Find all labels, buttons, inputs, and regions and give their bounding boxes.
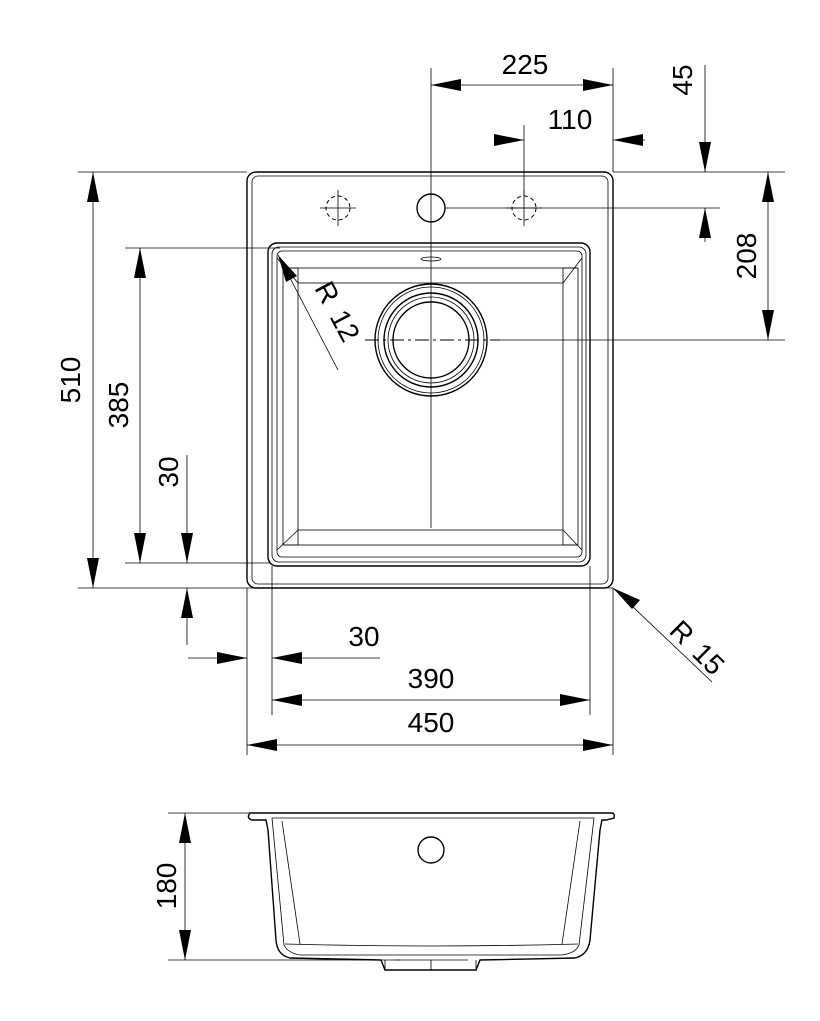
dim-label: 510 — [55, 357, 86, 404]
dim-label: 208 — [731, 233, 762, 280]
dim-450: 450 — [247, 707, 613, 751]
extension-lines — [78, 68, 785, 755]
bowl-slope-right — [561, 820, 581, 945]
bowl-floor — [297, 282, 564, 531]
overflow-hole — [417, 836, 445, 864]
dim-r12: R12 — [277, 254, 366, 371]
bowl-profile — [247, 812, 615, 971]
dim-label: 30 — [348, 621, 379, 652]
dim-110: 110 — [494, 104, 645, 146]
dim-label: 385 — [103, 382, 134, 429]
dim-label: 225 — [502, 49, 549, 80]
dim-30-front: 30 — [153, 455, 193, 645]
bowl-inner-profile — [271, 817, 595, 956]
dim-208: 208 — [731, 172, 774, 340]
sink-outer-inner-line — [251, 175, 609, 585]
dim-510: 510 — [55, 172, 99, 588]
optional-tap-hole-left — [320, 190, 356, 226]
drain-outlet — [384, 959, 477, 970]
bowl-slope-line — [282, 267, 579, 546]
dim-385: 385 — [103, 248, 146, 563]
bowl-inner-line-2 — [276, 250, 583, 558]
dim-225: 225 — [431, 49, 613, 91]
dim-label: R15 — [664, 614, 731, 681]
bowl-inner-line — [271, 246, 587, 563]
dim-390: 390 — [272, 663, 590, 706]
dim-30-side: 30 — [188, 621, 380, 664]
top-view: 225 110 45 208 510 385 — [55, 49, 785, 755]
side-view: 180 — [151, 812, 615, 971]
bowl-slope-left — [281, 820, 301, 945]
bowl-outline — [267, 242, 591, 567]
dim-label: 45 — [667, 64, 698, 95]
dim-label: 30 — [153, 456, 184, 487]
dim-label: 180 — [151, 863, 182, 910]
dim-180: 180 — [151, 812, 400, 961]
sink-outer-outline — [246, 171, 614, 589]
dim-r15: R15 — [612, 587, 731, 683]
dim-label: 110 — [548, 104, 593, 135]
dim-label: R12 — [309, 276, 366, 347]
dim-label: 450 — [408, 707, 455, 738]
dim-label: 390 — [408, 663, 455, 694]
dim-45: 45 — [667, 64, 711, 242]
bowl-floor-line — [284, 943, 579, 947]
